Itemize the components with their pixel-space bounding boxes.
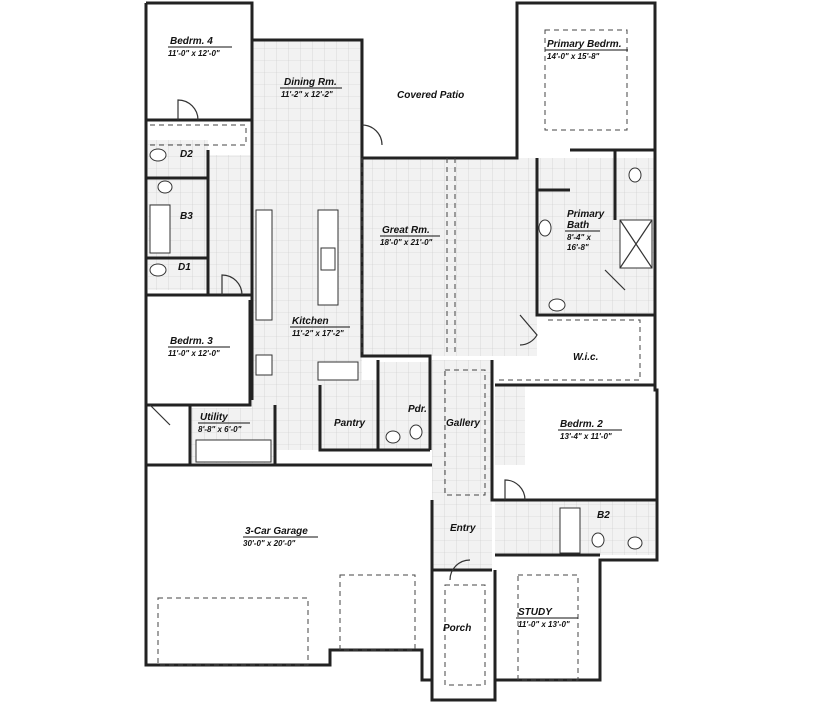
primary-bath-dims-1: 8'-4" x <box>567 233 591 242</box>
study-dims: 11'-0" x 13'-0" <box>518 620 570 629</box>
primary-bedrm-dims: 14'-0" x 15'-8" <box>547 52 600 61</box>
pantry-label: Pantry <box>334 418 366 429</box>
gallery-label: Gallery <box>446 418 480 429</box>
utility-label: Utility <box>200 412 228 423</box>
primary-bedrm-label: Primary Bedrm. <box>547 39 621 50</box>
great-rm-label: Great Rm. <box>382 225 430 236</box>
fixtures <box>149 29 653 686</box>
bedrm2-label: Bedrm. 2 <box>560 419 603 430</box>
bedrm3-label: Bedrm. 3 <box>170 336 213 347</box>
porch-label: Porch <box>443 623 471 634</box>
room-labels: Bedrm. 4 11'-0" x 12'-0" Dining Rm. 11'-… <box>168 36 628 634</box>
d2-label: D2 <box>180 149 193 160</box>
entry-label: Entry <box>450 523 476 534</box>
study-label: STUDY <box>518 607 553 618</box>
primary-bath-dims-2: 16'-8" <box>567 243 589 252</box>
b3-label: B3 <box>180 211 193 222</box>
kitchen-dims: 11'-2" x 17'-2" <box>292 329 344 338</box>
garage-dims: 30'-0" x 20'-0" <box>243 539 296 548</box>
b2-label: B2 <box>597 510 610 521</box>
utility-dims: 8'-8" x 6'-0" <box>198 425 242 434</box>
primary-bath-label-2: Bath <box>567 220 589 231</box>
garage-label: 3-Car Garage <box>245 526 308 537</box>
d1-label: D1 <box>178 262 191 273</box>
great-rm-dims: 18'-0" x 21'-0" <box>380 238 433 247</box>
bedrm4-label: Bedrm. 4 <box>170 36 213 47</box>
pdr-label: Pdr. <box>408 404 427 415</box>
primary-bath-label-1: Primary <box>567 209 605 220</box>
bedrm4-dims: 11'-0" x 12'-0" <box>168 49 220 58</box>
dining-label: Dining Rm. <box>284 77 337 88</box>
kitchen-label: Kitchen <box>292 316 329 327</box>
exterior-walls <box>144 1 659 702</box>
bedrm3-dims: 11'-0" x 12'-0" <box>168 349 220 358</box>
bedrm2-dims: 13'-4" x 11'-0" <box>560 432 612 441</box>
patio-label: Covered Patio <box>397 90 464 101</box>
dining-dims: 11'-2" x 12'-2" <box>281 90 333 99</box>
wic-label: W.i.c. <box>573 352 598 363</box>
